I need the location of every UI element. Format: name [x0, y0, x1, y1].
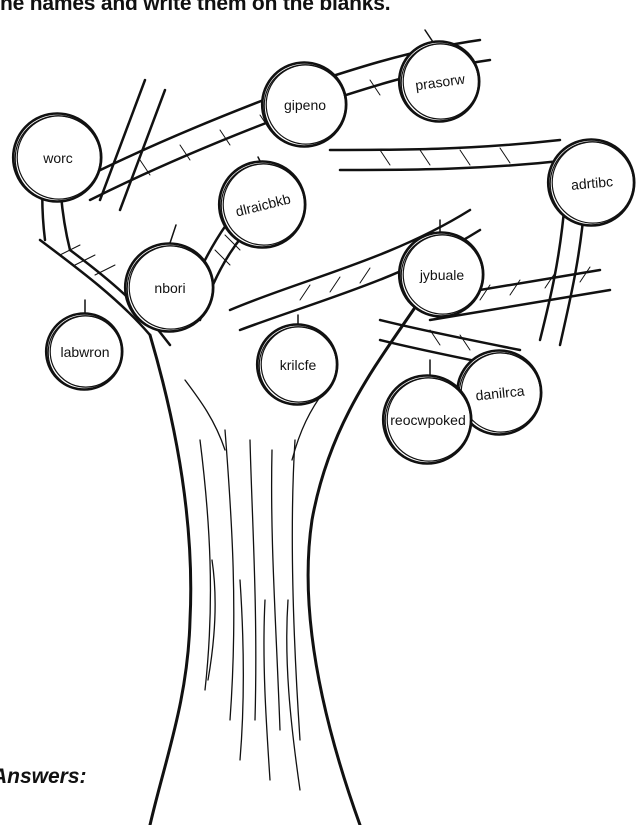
word-ball-reocwpoked: reocwpoked — [381, 374, 473, 465]
word-label: nbori — [154, 280, 185, 296]
word-label: adrtibc — [570, 173, 613, 193]
ball-outline — [265, 64, 346, 145]
word-label: worc — [42, 150, 73, 166]
word-ball-jybuale: jybuale — [397, 231, 485, 318]
ball-outline — [386, 377, 471, 462]
word-ball-worc: worc — [11, 112, 103, 203]
bark-strokes — [184, 379, 326, 791]
ball-outline — [49, 315, 123, 388]
trunk — [148, 298, 422, 825]
word-label: labwron — [60, 344, 109, 360]
ball-outline — [128, 245, 214, 330]
word-label: reocwpoked — [390, 412, 466, 428]
branch-hatching — [59, 69, 591, 351]
word-label: prasorw — [414, 70, 466, 93]
ball-outline — [260, 326, 337, 403]
word-ball-dlraicbkb: dlraicbkb — [217, 160, 307, 249]
word-ball-gipeno: gipeno — [260, 61, 348, 148]
ball-outline — [402, 234, 483, 315]
word-ball-adrtibc: adrtibc — [546, 138, 636, 227]
ball-outline — [551, 141, 635, 224]
ball-outline — [402, 43, 479, 120]
answers-label: Answers: — [0, 765, 87, 788]
word-label: jybuale — [419, 267, 465, 283]
ball-outline — [222, 163, 305, 246]
word-label: gipeno — [284, 97, 326, 113]
word-label: krilcfe — [280, 357, 317, 373]
word-ball-prasorw: prasorw — [397, 40, 481, 123]
ball-outline — [16, 115, 101, 200]
word-balls: worc gipeno prasorw adrtibc dlraicbkb nbori jy… — [11, 40, 636, 465]
word-ball-nbori: nbori — [123, 242, 215, 333]
instruction-text: he names and write them on the blanks. — [0, 0, 391, 15]
word-label: danilrca — [475, 382, 526, 403]
word-ball-labwron: labwron — [44, 312, 124, 391]
word-ball-krilcfe: krilcfe — [255, 323, 339, 406]
